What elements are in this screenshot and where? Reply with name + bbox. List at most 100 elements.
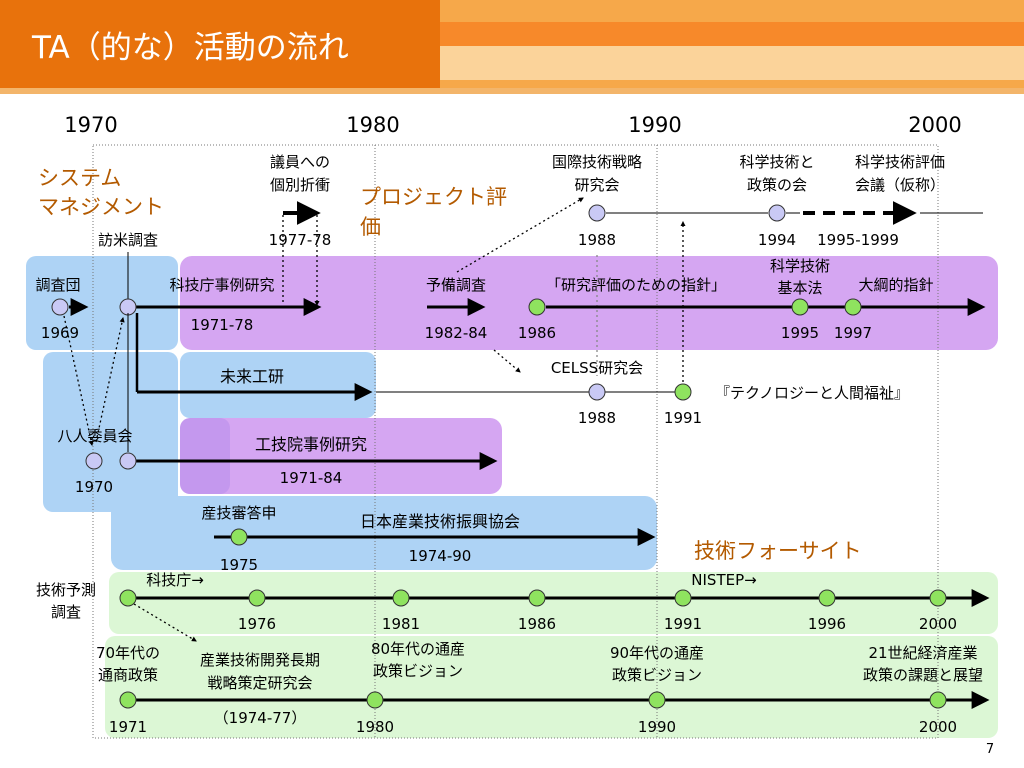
kihonho-label-1: 科学技術: [770, 257, 830, 275]
background-bands: [26, 256, 998, 738]
tsusho80-label-1: 80年代の通産: [371, 640, 465, 658]
sangishin-label: 産技審答申: [201, 504, 276, 522]
green-band-policy: [105, 636, 998, 738]
foresight-year-1981: 1981: [382, 615, 420, 633]
nistep-label: NISTEP→: [691, 571, 756, 589]
seiki21-label-1: 21世紀経済産業: [868, 644, 977, 662]
header-bottom-rule: [0, 88, 1024, 94]
page-title: TA（的な）活動の流れ: [31, 30, 349, 66]
kokusai-label-1: 国際技術戦略: [552, 153, 642, 171]
kihonho-label-2: 基本法: [777, 279, 822, 297]
category-labels: システム マネジメント プロジェクト評 価 技術フォーサイト: [38, 166, 862, 563]
tsusho70-label-1: 70年代の: [96, 644, 160, 662]
foresight-year-1991: 1991: [664, 615, 702, 633]
hyoka-kaigi-label-1: 科学技術評価: [855, 153, 945, 171]
sangyo-kaihatsu-label-1: 産業技術開発長期: [200, 651, 320, 669]
homei-label: 訪米調査: [98, 231, 158, 249]
decade-grid-frame: [92, 144, 939, 739]
policy-node-1971: [119, 691, 137, 709]
kokusai-label-2: 研究会: [574, 176, 619, 194]
foresight-row: 技術予測 調査 科技庁→ NISTEP→ 1976 1981 1986 1991…: [36, 571, 990, 642]
kagicho-node: [119, 298, 137, 316]
chosadan-year: 1969: [41, 324, 79, 342]
kokusai-year: 1988: [578, 231, 616, 249]
foresight-node-1996: [818, 589, 836, 607]
tsusho90-label-1: 90年代の通産: [610, 644, 704, 662]
hachinin-to-kagicho-dotted: [95, 316, 125, 443]
yobi-to-celss-dotted: [493, 349, 521, 373]
header-bar: TA（的な）活動の流れ: [0, 0, 1024, 94]
purple-tab-left: [180, 418, 230, 494]
header-accent-lower: [440, 46, 1024, 80]
kagicho-year: 1971-78: [191, 316, 254, 334]
category-system-management-1: システム: [38, 166, 121, 190]
shishin-label: 「研究評価のための指針」: [546, 276, 726, 294]
foresight-node-1976: [248, 589, 266, 607]
hyoka-kaigi-label-2: 会議（仮称）: [855, 176, 945, 194]
yobi-to-kokusai-dotted: [456, 197, 584, 273]
hachinin-label: 八人委員会: [57, 427, 132, 445]
hyoka-kaigi-year: 1995-1999: [817, 231, 899, 249]
nihon-sangyo-year: 1974-90: [409, 547, 472, 565]
policy-node-2000: [929, 691, 947, 709]
blue-band-left: [26, 256, 178, 350]
blue-band-mirai: [180, 352, 376, 418]
purple-band-kogiin: [180, 418, 502, 494]
kagaku-seisaku-label-1: 科学技術と: [739, 153, 814, 171]
policy-year-1990: 1990: [638, 718, 676, 736]
page-number: 7: [986, 742, 994, 757]
category-project-eval-2: 価: [360, 215, 381, 239]
shishin-node: [528, 298, 546, 316]
giin-year: 1977-78: [269, 231, 332, 249]
seiki21-label-2: 政策の課題と展望: [863, 666, 983, 684]
giin-label-2: 個別折衝: [270, 176, 330, 194]
tsusho70-label-2: 通商政策: [98, 666, 158, 684]
policy-year-1971: 1971: [109, 718, 147, 736]
kogiin-year: 1971-84: [280, 469, 343, 487]
yosoku-label-2: 調査: [51, 603, 81, 621]
decade-label-1990: 1990: [628, 113, 681, 137]
yobi-label: 予備調査: [426, 276, 486, 294]
kogiin-label: 工技院事例研究: [255, 435, 367, 454]
tsusho80-label-2: 政策ビジョン: [373, 662, 463, 680]
foresight-year-2000: 2000: [919, 615, 957, 633]
mirai-label: 未来工研: [220, 367, 284, 386]
nihon-sangyo-label: 日本産業技術振興協会: [360, 512, 520, 531]
blue-band-sangyo: [111, 496, 657, 570]
sangishin-node: [230, 528, 248, 546]
kihonho-node: [791, 298, 809, 316]
decade-guides: 1970 1980 1990 2000: [64, 113, 962, 739]
policy-row: 70年代の 通商政策 産業技術開発長期 戦略策定研究会 80年代の通産 政策ビジ…: [96, 640, 990, 736]
hachinin-node: [85, 452, 103, 470]
kagaku-seisaku-label-2: 政策の会: [747, 176, 807, 194]
header-title-block: [0, 0, 440, 94]
decade-label-2000: 2000: [908, 113, 961, 137]
category-tech-foresight: 技術フォーサイト: [694, 539, 862, 563]
technology-label: 『テクノロジーと人間福祉』: [715, 384, 909, 402]
foresight-year-1996: 1996: [808, 615, 846, 633]
decade-label-1980: 1980: [346, 113, 399, 137]
foresight-node-1991: [674, 589, 692, 607]
hachinin-year: 1970: [75, 478, 113, 496]
foresight-node-1981: [392, 589, 410, 607]
kogiin-node: [119, 452, 137, 470]
decade-label-1970: 1970: [64, 113, 117, 137]
celss-label: CELSS研究会: [551, 359, 643, 377]
kagicho-label: 科技庁事例研究: [169, 276, 274, 294]
policy-year-2000: 2000: [919, 718, 957, 736]
celss-year: 1988: [578, 409, 616, 427]
policy-node-1990: [648, 691, 666, 709]
sangyo-row: 産技審答申 日本産業技術振興協会 1975 1974-90: [201, 504, 656, 574]
foresight-year-1986: 1986: [518, 615, 556, 633]
giin-label-1: 議員への: [270, 153, 330, 171]
kokusai-node: [588, 204, 606, 222]
yosoku-label-1: 技術予測: [36, 581, 96, 599]
kagaku-seisaku-node: [768, 204, 786, 222]
chosadan-to-hachinin-dotted: [63, 315, 94, 447]
foresight-node-1986: [528, 589, 546, 607]
taiko-node: [844, 298, 862, 316]
technology-node: [674, 383, 692, 401]
kihonho-year: 1995: [781, 324, 819, 342]
